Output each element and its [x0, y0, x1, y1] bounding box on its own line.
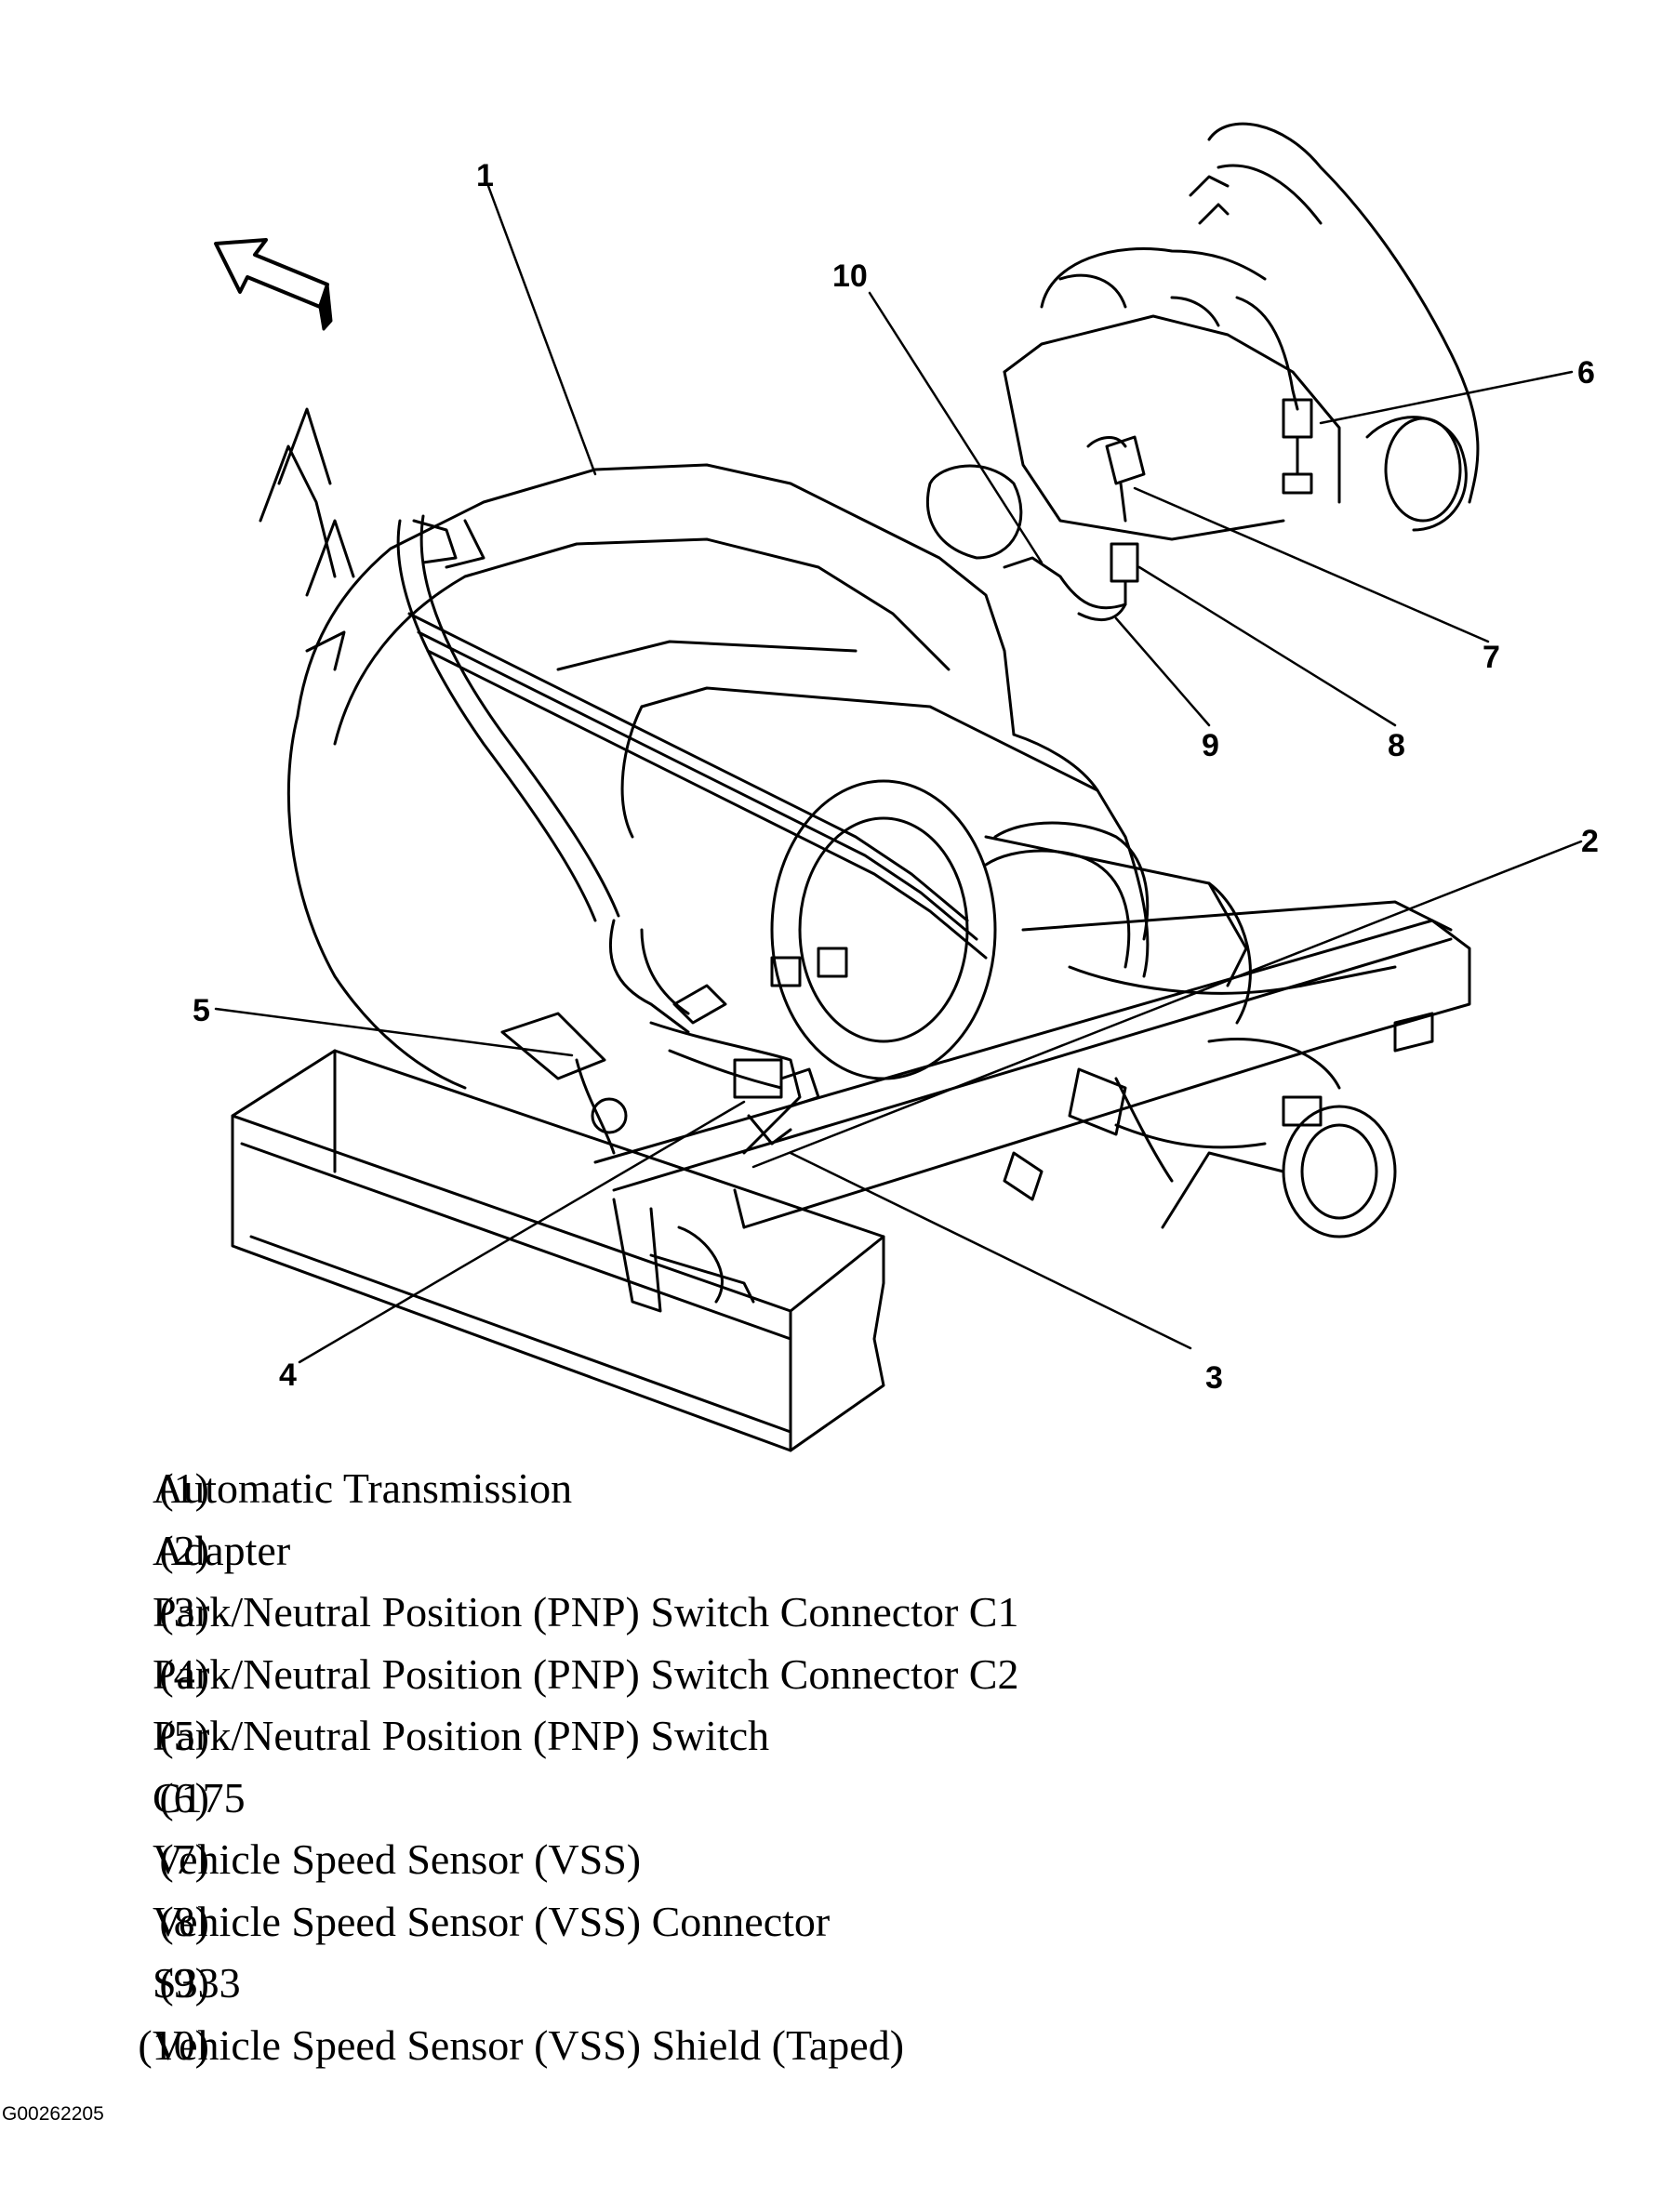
- front-direction-arrow-icon: [214, 238, 333, 331]
- callout-7: 7: [1483, 640, 1500, 675]
- leader-line-9: [1114, 616, 1211, 727]
- legend-label: Vehicle Speed Sensor (VSS) Shield (Taped…: [153, 2020, 905, 2069]
- leader-line-7: [1133, 486, 1490, 643]
- leader-line-5: [214, 1007, 574, 1057]
- frame-crossmember: [231, 1049, 885, 1452]
- legend-number: (2): [159, 1526, 209, 1574]
- legend-item: (1)Automatic Transmission: [56, 1458, 1637, 1520]
- leader-line-4: [298, 1100, 746, 1364]
- legend-label: Park/Neutral Position (PNP) Switch: [153, 1712, 770, 1759]
- callout-6: 6: [1577, 355, 1595, 391]
- legend-label: Vehicle Speed Sensor (VSS): [153, 1835, 642, 1883]
- leader-lines: [214, 184, 1583, 1364]
- wiring-harness: [396, 514, 1150, 1155]
- legend-label: Automatic Transmission: [153, 1464, 573, 1512]
- callout-2: 2: [1581, 824, 1599, 859]
- legend-label: Park/Neutral Position (PNP) Switch Conne…: [153, 1649, 1019, 1698]
- legend-number: (9): [159, 1959, 209, 2007]
- callout-4: 4: [279, 1358, 297, 1393]
- legend-label: Vehicle Speed Sensor (VSS) Connector: [153, 1897, 831, 1945]
- legend-label: S333: [153, 1959, 241, 2007]
- callout-1: 1: [476, 158, 494, 193]
- legend-item: (9)S333: [56, 1953, 1637, 2015]
- legend-number: (6): [159, 1773, 209, 1821]
- legend-label: Adapter: [153, 1526, 291, 1574]
- figure-id: G00262205: [2, 2103, 104, 2125]
- callout-9: 9: [1202, 728, 1219, 763]
- leader-line-3: [789, 1151, 1192, 1350]
- legend-number: (7): [159, 1835, 209, 1883]
- parts-legend: (1)Automatic Transmission (2)Adapter (3)…: [56, 1458, 1637, 2076]
- leader-line-2: [751, 840, 1583, 1169]
- legend-label: C175: [153, 1773, 246, 1821]
- legend-number: (10): [138, 2020, 209, 2069]
- legend-label: Park/Neutral Position (PNP) Switch Conne…: [153, 1588, 1019, 1636]
- legend-number: (8): [159, 1897, 209, 1945]
- legend-item: (8)Vehicle Speed Sensor (VSS) Connector: [56, 1891, 1637, 1954]
- legend-item: (7)Vehicle Speed Sensor (VSS): [56, 1829, 1637, 1891]
- diagram-drawing: [214, 122, 1583, 1452]
- adapter: [593, 900, 1471, 1238]
- legend-number: (4): [159, 1649, 209, 1698]
- transmission-diagram: 1 2 3 4 5 6 7 8 9 10: [193, 122, 1599, 1452]
- vss-inset: [925, 122, 1480, 622]
- legend-number: (5): [159, 1712, 209, 1759]
- legend-item: (3)Park/Neutral Position (PNP) Switch Co…: [56, 1582, 1637, 1644]
- legend-item: (2)Adapter: [56, 1520, 1637, 1583]
- leader-line-8: [1137, 565, 1397, 727]
- callout-3: 3: [1205, 1360, 1223, 1396]
- leader-line-1: [486, 184, 597, 476]
- legend-item: (10)Vehicle Speed Sensor (VSS) Shield (T…: [56, 2015, 1637, 2077]
- pnp-switch-area: [500, 947, 848, 1155]
- legend-number: (3): [159, 1588, 209, 1636]
- automatic-transmission: [259, 407, 1252, 1090]
- legend-item: (6)C175: [56, 1768, 1637, 1830]
- leader-line-6: [1319, 370, 1574, 425]
- callout-8: 8: [1388, 728, 1405, 763]
- leader-line-10: [868, 291, 1044, 564]
- legend-number: (1): [159, 1464, 209, 1512]
- legend-item: (5)Park/Neutral Position (PNP) Switch: [56, 1705, 1637, 1768]
- callout-5: 5: [193, 993, 210, 1028]
- callout-10: 10: [832, 258, 868, 294]
- legend-item: (4)Park/Neutral Position (PNP) Switch Co…: [56, 1644, 1637, 1706]
